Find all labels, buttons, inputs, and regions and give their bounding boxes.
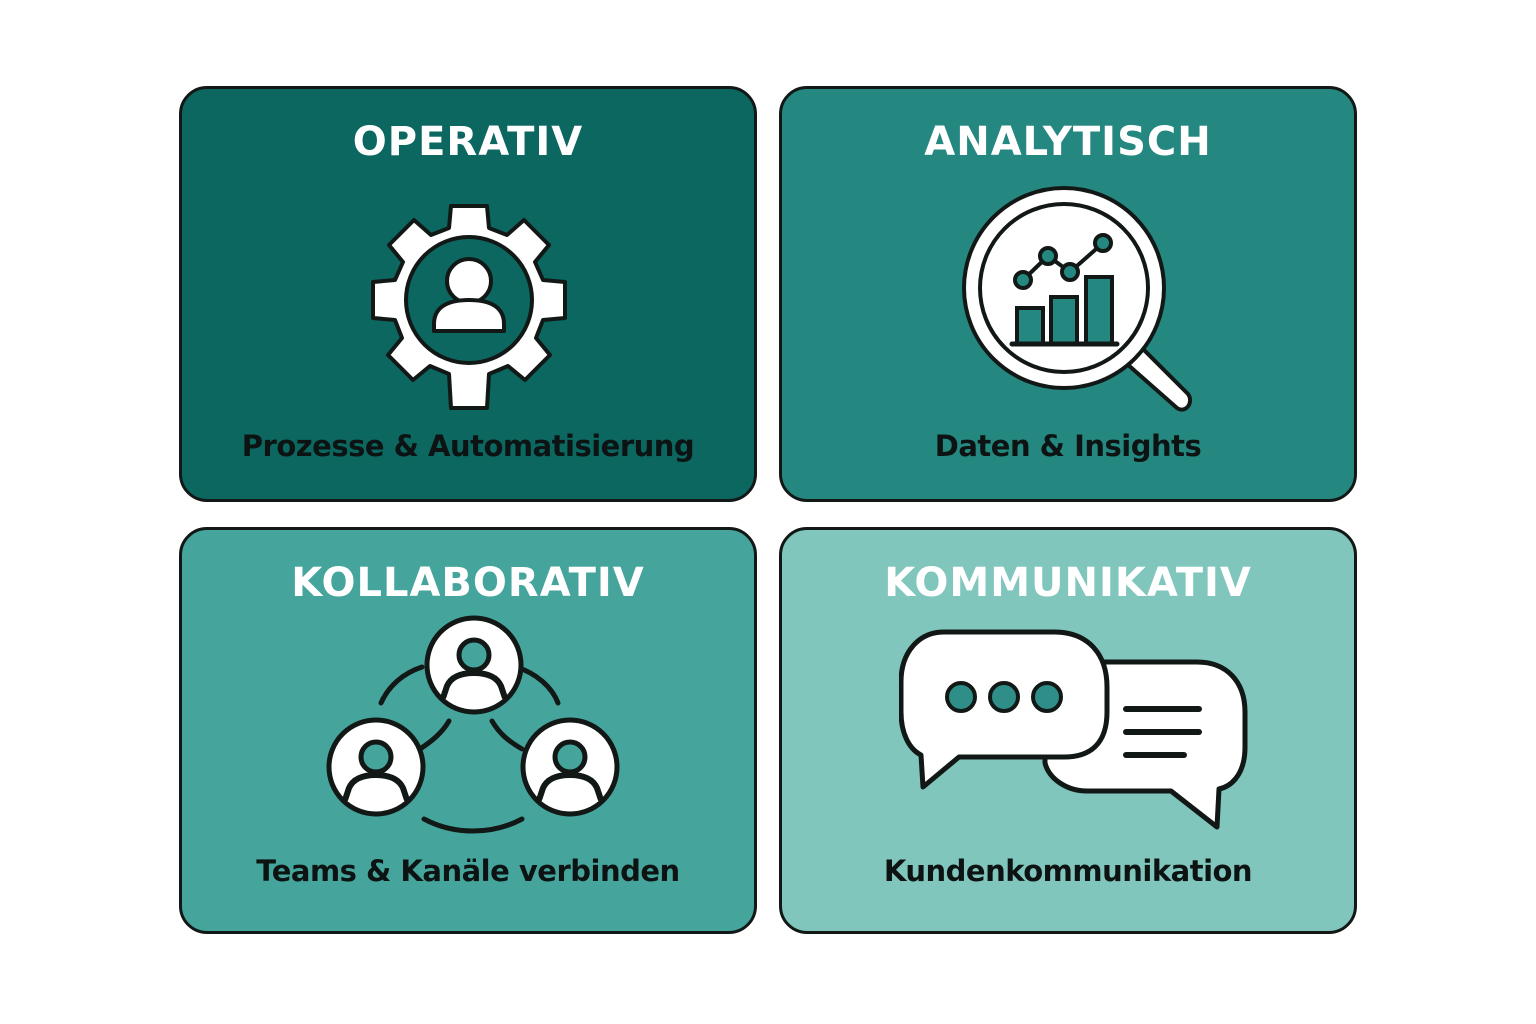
team-network-icon: [326, 615, 620, 834]
card-title: OPERATIV: [352, 119, 584, 165]
card-title: KOMMUNIKATIV: [884, 560, 1252, 606]
card-subtitle: Teams & Kanäle verbinden: [256, 854, 680, 888]
magnifier-chart-icon: [962, 186, 1193, 412]
card-operativ: OPERATIV Prozesse & Automatisierung: [179, 86, 757, 502]
card-subtitle: Kundenkommunikation: [883, 854, 1253, 888]
card-subtitle: Daten & Insights: [934, 429, 1202, 463]
gear-user-icon: [371, 204, 567, 410]
card-kommunikativ: KOMMUNIKATIV Kundenkommunikation: [779, 527, 1357, 934]
card-subtitle: Prozesse & Automatisierung: [241, 429, 695, 463]
card-title: KOLLABORATIV: [291, 560, 645, 606]
chat-bubbles-icon: [899, 629, 1248, 830]
card-analytisch: ANALYTISCH Daten & Insights: [779, 86, 1357, 502]
card-title: ANALYTISCH: [924, 119, 1212, 165]
card-kollaborativ: KOLLABORATIV Teams & Kanäle verbinden: [179, 527, 757, 934]
